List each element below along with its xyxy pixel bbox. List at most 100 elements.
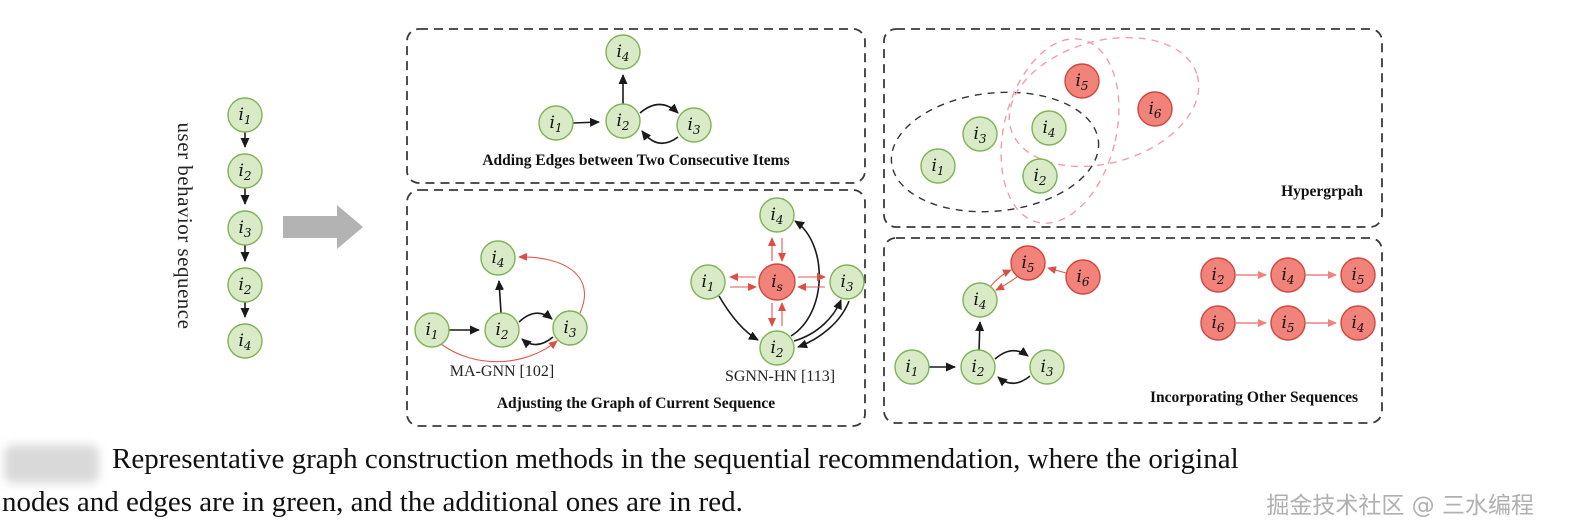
node-label: i5 (1021, 253, 1034, 275)
node-label: i2 (1211, 265, 1224, 287)
edge-i1-i2 (572, 117, 600, 127)
panel-adjusting-box (406, 189, 866, 427)
magnn-red-edge-i3-i4 (518, 252, 585, 314)
node-label: i6 (1076, 267, 1089, 289)
inc-edge-i3-i2 (997, 375, 1031, 387)
node-label: i2 (495, 320, 508, 342)
inc-node-i6 (1065, 259, 1101, 295)
node-label: i1 (905, 357, 918, 379)
inc-edge-i2-i3 (994, 347, 1029, 360)
seq1-node-i5 (1340, 257, 1376, 293)
seq2-node-i6 (1200, 305, 1236, 341)
seq1-node-i4 (1270, 257, 1306, 293)
magnn-edge-i2-i4 (495, 280, 505, 314)
node-label: i3 (238, 218, 251, 240)
node-label: i4 (1281, 265, 1294, 287)
p1-node-i3 (676, 107, 712, 143)
caption-line-2: nodes and edges are in green, and the ad… (2, 486, 743, 518)
node-label: i6 (1148, 99, 1161, 121)
inc-node-i2 (960, 349, 996, 385)
node-label: i5 (1075, 71, 1088, 93)
p1-node-i2 (605, 103, 641, 139)
magnn-node-i2 (484, 312, 520, 348)
panel-adding-edges-title: Adding Edges between Two Consecutive Ite… (482, 152, 789, 169)
panel-hypergraph-box (883, 28, 1383, 228)
user-behavior-sequence-label: user behavior sequence (173, 123, 197, 330)
seq1-node-i2 (1200, 257, 1236, 293)
hyperedge-pink-ellipse-tall (1000, 38, 1120, 224)
node-label: i3 (973, 124, 986, 146)
inc-node-i1 (894, 349, 930, 385)
p1-node-i1 (538, 105, 574, 141)
hyper-node-i5 (1064, 63, 1100, 99)
node-label: i3 (687, 115, 700, 137)
node-label: i4 (1042, 118, 1055, 140)
node-label: i4 (770, 205, 783, 227)
magnn-node-i3 (552, 310, 588, 346)
inc-node-i4 (962, 282, 998, 318)
p1-node-i4 (605, 34, 641, 70)
node-label: i6 (1211, 313, 1224, 335)
sgnn-node-i1 (690, 264, 726, 300)
node-label: i3 (1040, 357, 1053, 379)
node-label: i3 (840, 272, 853, 294)
sgnn-node-i3 (829, 264, 865, 300)
inc-red-edge-i6-i5 (1047, 266, 1067, 274)
hyper-node-i1 (920, 148, 956, 184)
seq2-node-i4 (1340, 305, 1376, 341)
seq-node-i2 (227, 153, 263, 189)
node-label: i1 (701, 272, 714, 294)
seq-node-i3 (227, 210, 263, 246)
hyper-node-i3 (962, 116, 998, 152)
magnn-edge-i3-i2 (521, 336, 554, 349)
node-label: i4 (238, 331, 251, 353)
node-label: i2 (971, 357, 984, 379)
edge-i3-i2 (641, 130, 679, 144)
panel-adding-edges-box (406, 28, 866, 184)
node-label: i2 (238, 161, 251, 183)
seq-node-i1 (227, 97, 263, 133)
node-label: i1 (931, 156, 944, 178)
hyper-node-i2 (1022, 158, 1058, 194)
node-label: i5 (1281, 313, 1294, 335)
magnn-label: MA-GNN [102] (450, 363, 554, 380)
node-label: i2 (770, 338, 783, 360)
big-gray-arrow-icon (283, 205, 363, 249)
hyperedge-pink-ellipse-wide (1008, 36, 1200, 168)
sgnn-edge-i2-i3 (793, 299, 842, 342)
inc-node-i5 (1010, 245, 1046, 281)
watermark: 掘金技术社区 @ 三水编程 (1266, 493, 1534, 519)
node-label: i5 (1351, 265, 1364, 287)
caption-line-1: Representative graph construction method… (112, 443, 1239, 475)
node-label: i3 (563, 318, 576, 340)
seq-node-i4 (227, 323, 263, 359)
node-label: is (771, 272, 783, 294)
seq2-node-i5 (1270, 305, 1306, 341)
panel-adjusting-title: Adjusting the Graph of Current Sequence (497, 395, 775, 412)
node-label: i4 (491, 248, 504, 270)
sgnn-node-i4 (759, 197, 795, 233)
magnn-red-edge-i1-i3 (440, 340, 558, 363)
edge-i2-i3 (639, 103, 679, 114)
hyper-node-i4 (1031, 110, 1067, 146)
graph-diagram: user behavior sequence i1 i2 i3 i2 i4 i4… (173, 28, 1383, 427)
panel-incorporating-box (883, 237, 1383, 424)
inc-node-i3 (1029, 349, 1065, 385)
inc-red-edge-i4-i5 (989, 269, 1012, 288)
sgnn-node-is (758, 263, 796, 301)
node-label: i2 (1033, 166, 1046, 188)
panel-hypergraph-title: Hypergrpah (1281, 183, 1363, 200)
node-label: i1 (549, 113, 562, 135)
magnn-node-i4 (480, 240, 516, 276)
node-label: i1 (238, 105, 251, 127)
hyperedge-black-ellipse (890, 91, 1100, 213)
magnn-node-i1 (414, 312, 450, 348)
node-label: i2 (238, 275, 251, 297)
node-label: i4 (1351, 313, 1364, 335)
hyper-node-i6 (1137, 91, 1173, 127)
node-label: i2 (616, 111, 629, 133)
inc-red-edge-i5-i4 (995, 276, 1018, 291)
sgnn-edge-i1-i2 (718, 295, 759, 341)
magnn-edge-i2-i3 (518, 309, 553, 323)
